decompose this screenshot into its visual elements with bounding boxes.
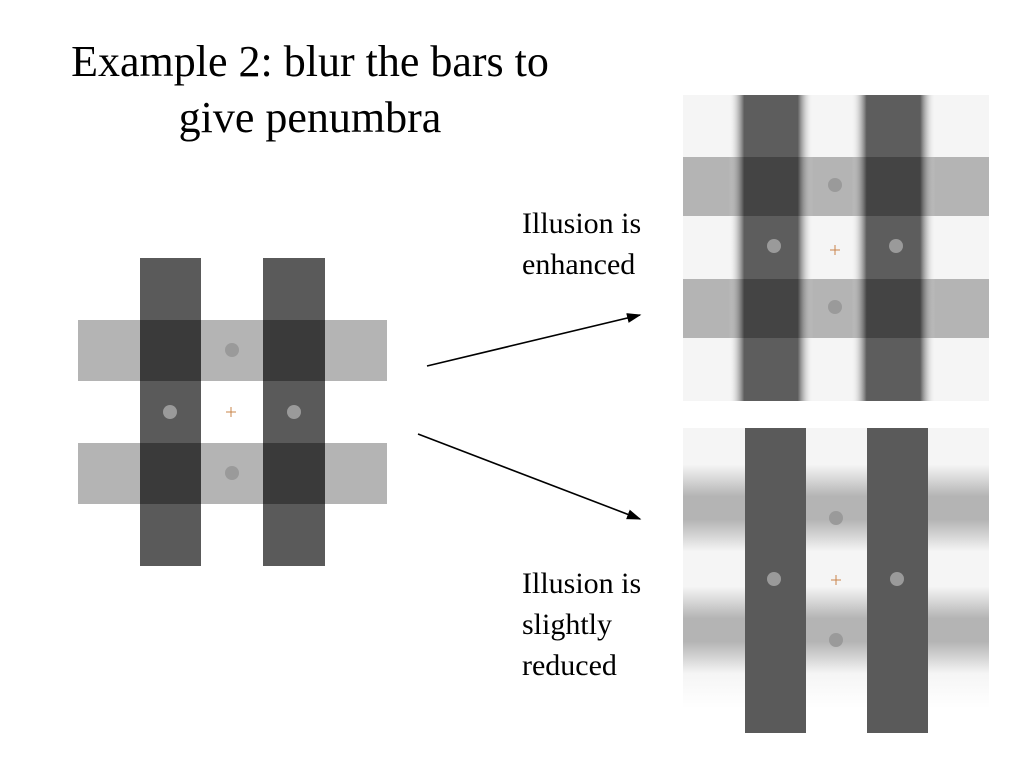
caption-enhanced: Illusion is enhanced <box>522 203 641 285</box>
test-dot <box>767 572 781 586</box>
test-dot <box>225 466 239 480</box>
fixation-cross <box>830 245 840 255</box>
fixation-cross <box>226 407 236 417</box>
test-dot <box>890 572 904 586</box>
test-dot <box>828 300 842 314</box>
bar-overlap <box>263 443 325 504</box>
caption-reduced-line-3: reduced <box>522 649 617 682</box>
slide-title-line-1: Example 2: blur the bars to <box>71 37 549 86</box>
arrow-to-enhanced <box>426 313 642 367</box>
test-dot <box>225 343 239 357</box>
blurred-horizontal-figure <box>683 428 989 733</box>
slide-title: Example 2: blur the bars to give penumbr… <box>0 34 620 146</box>
blurred-vertical-figure <box>683 95 989 401</box>
slide-title-line-2: give penumbra <box>178 93 442 142</box>
caption-enhanced-line-2: enhanced <box>522 248 636 281</box>
test-dot <box>829 633 843 647</box>
blurred-vertical-bars <box>683 95 989 401</box>
original-figure <box>78 258 387 566</box>
test-dot <box>163 405 177 419</box>
test-dot <box>889 239 903 253</box>
caption-reduced-line-2: slightly <box>522 608 613 641</box>
caption-reduced: Illusion is slightly reduced <box>522 563 641 686</box>
fixation-cross <box>831 575 841 585</box>
bar-overlap <box>263 320 325 381</box>
test-dot <box>829 511 843 525</box>
caption-enhanced-line-1: Illusion is <box>522 207 642 240</box>
arrow-to-reduced <box>417 433 642 520</box>
caption-reduced-line-1: Illusion is <box>522 567 642 600</box>
test-dot <box>828 178 842 192</box>
bar-overlap <box>140 320 201 381</box>
test-dot <box>767 239 781 253</box>
bar-overlap <box>140 443 201 504</box>
test-dot <box>287 405 301 419</box>
